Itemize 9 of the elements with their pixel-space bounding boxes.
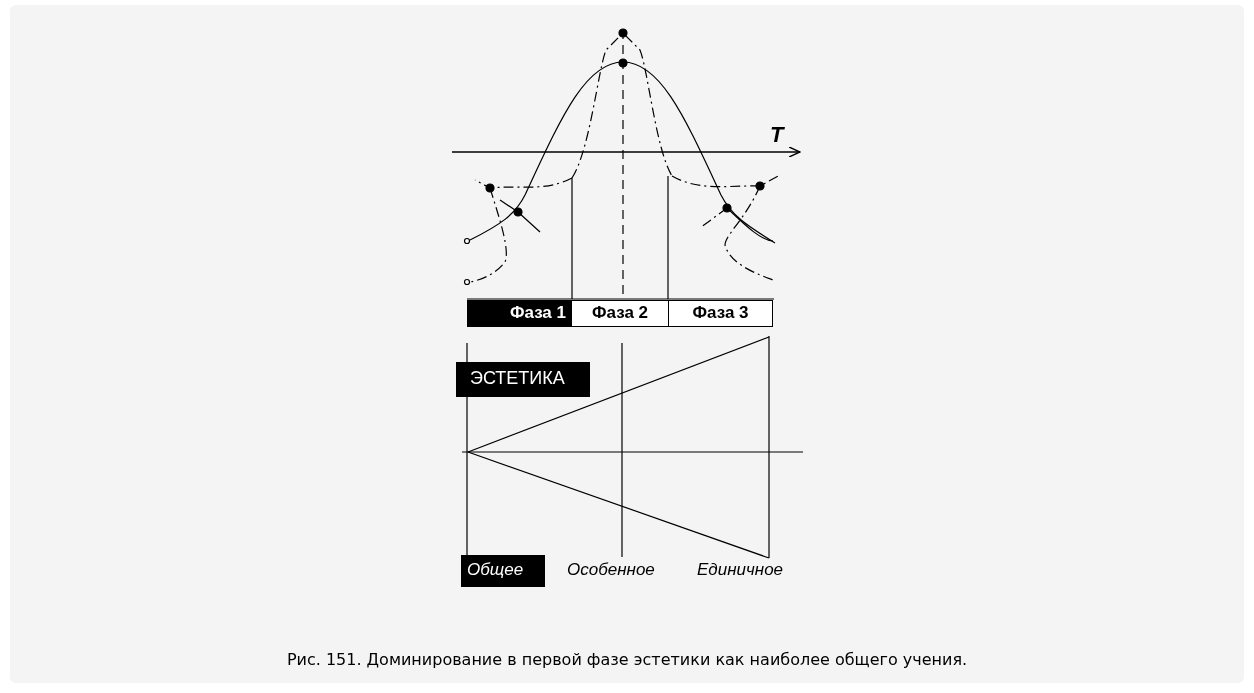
phase-box: Фаза 2 [571, 300, 669, 327]
figure-caption: Рис. 151. Доминирование в первой фазе эстетики как наиболее общего учения. [285, 650, 969, 669]
phase-box: Фаза 1 [467, 300, 572, 327]
category-box: ЭСТЕТИКА [456, 362, 590, 397]
category-label: Особенное [567, 560, 655, 580]
phase-box: Фаза 3 [668, 300, 773, 327]
category-box: Общее [461, 555, 545, 587]
axis-label: T [770, 122, 784, 148]
category-label: Единичное [697, 560, 784, 580]
